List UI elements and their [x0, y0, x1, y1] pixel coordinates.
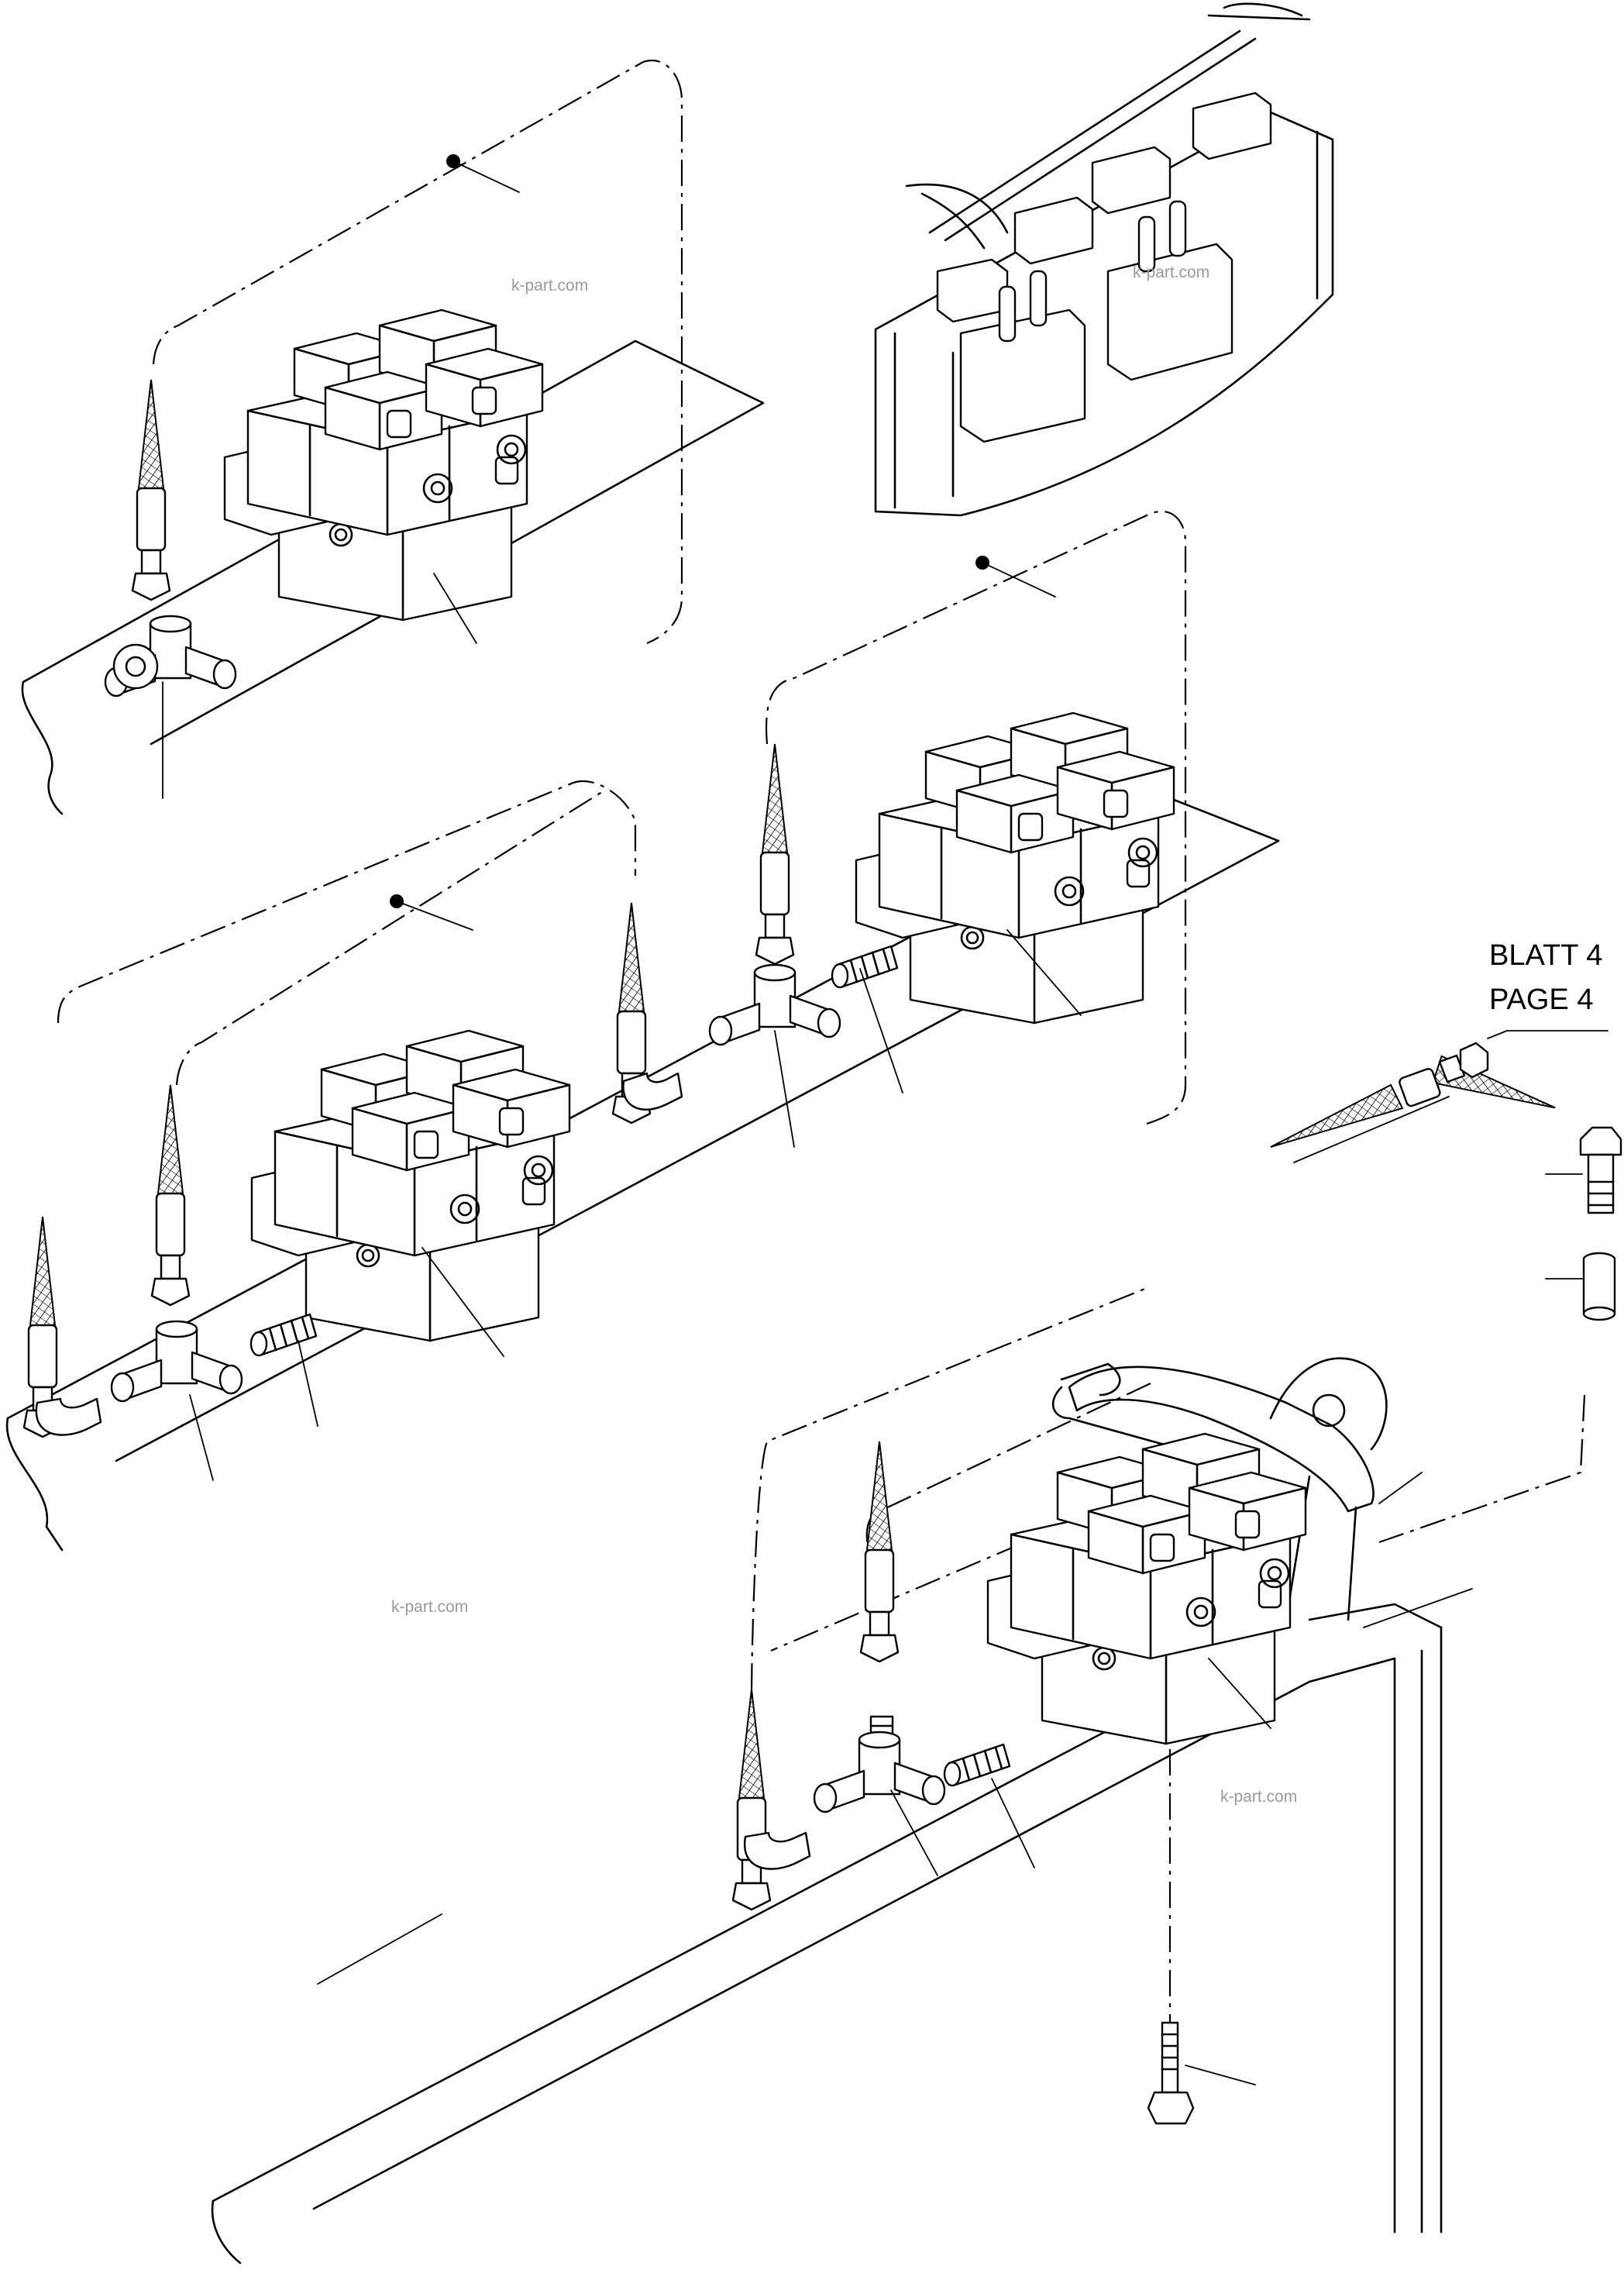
watermark-text: k-part.com [391, 1598, 468, 1616]
watermark-text: k-part.com [511, 277, 588, 294]
watermark-text: k-part.com [1220, 1788, 1297, 1806]
reference-label-line2: PAGE 4 [1489, 983, 1593, 1016]
valve-group-middle: k-part.com [5, 510, 1280, 1616]
overview-inset: k-part.com [874, 2, 1334, 517]
valve-group-upper: k-part.com [21, 60, 765, 815]
watermark-text: k-part.com [1133, 263, 1209, 281]
valve-group-lower: k-part.com [211, 1030, 1622, 2265]
reference-label-line1: BLATT 4 [1489, 939, 1602, 972]
